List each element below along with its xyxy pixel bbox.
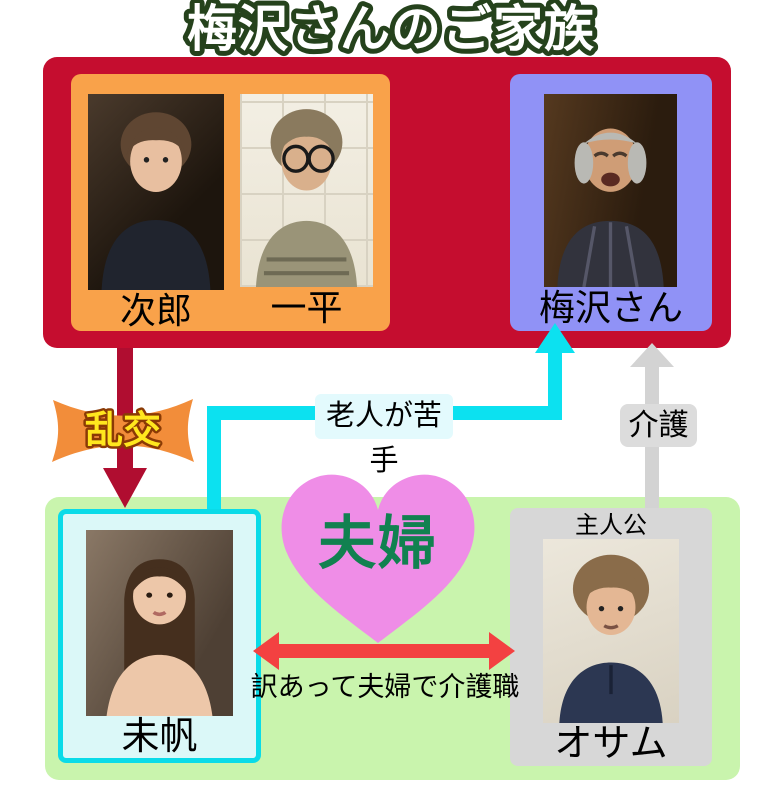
orgy-label: 乱交: [85, 409, 161, 452]
dislikes-elderly-label: 老人が苦手: [315, 394, 453, 477]
umezawa-avatar-icon: [557, 128, 665, 287]
title-banner: 梅沢さんのご家族: [182, 0, 599, 62]
protagonist-tag: 主人公: [575, 512, 647, 539]
caregiving-label: 介護: [620, 404, 697, 447]
umezawa-panel: 梅沢さん: [510, 74, 712, 331]
couple-arrow: [253, 632, 515, 670]
miho-panel: 未帆: [58, 509, 261, 763]
jiro-avatar-icon: [101, 112, 211, 290]
umezawa-name-label: 梅沢さん: [538, 287, 683, 328]
jiro-name-label: 次郎: [119, 290, 192, 331]
couple-heart: [281, 474, 475, 643]
ippei-name-label: 一平: [270, 287, 343, 328]
osamu-panel: 主人公 オサム: [510, 508, 712, 766]
miho-name-label: 未帆: [121, 716, 198, 758]
person-card-ippei: 一平: [240, 94, 373, 331]
miho-photo: [86, 530, 233, 716]
umezawa-photo: [544, 94, 678, 287]
orgy-banner: 乱交: [52, 399, 194, 462]
osamu-avatar-icon: [559, 554, 663, 723]
brothers-panel: 次郎 一平: [71, 74, 390, 331]
osamu-photo: [543, 539, 679, 723]
ippei-avatar-icon: [255, 109, 358, 287]
couple-caption: 訳あって夫婦で介護職: [250, 672, 520, 702]
osamu-name-label: オサム: [554, 723, 668, 765]
couple-label: 夫婦: [317, 511, 438, 576]
person-card-jiro: 次郎: [88, 94, 224, 331]
jiro-photo: [88, 94, 224, 290]
page-title: 梅沢さんのご家族: [187, 1, 595, 57]
ippei-photo: [240, 94, 373, 287]
miho-avatar-icon: [106, 559, 213, 716]
person-card-umezawa: 梅沢さん: [539, 94, 683, 331]
